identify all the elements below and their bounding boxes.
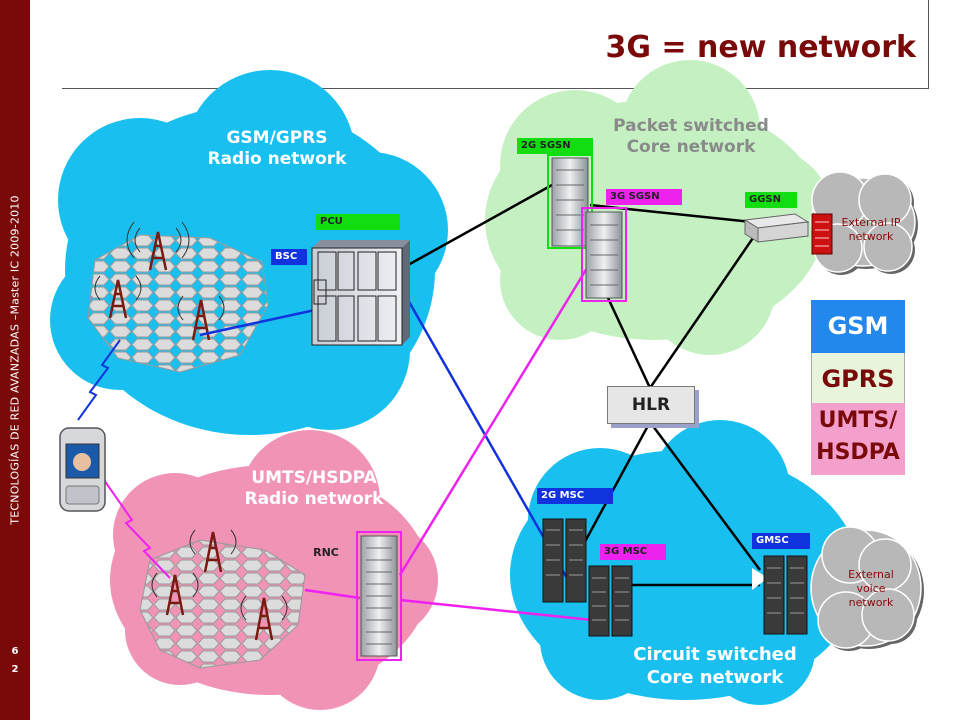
msc-2g-label: 2G MSC bbox=[537, 488, 613, 504]
bsc-cabinet bbox=[311, 240, 410, 346]
rnc-label: RNC bbox=[313, 546, 339, 559]
external-voice-cloud bbox=[810, 526, 924, 651]
page-number-digit-2: 2 bbox=[11, 664, 19, 675]
legend-gprs: GPRS bbox=[811, 353, 905, 403]
bsc-label: BSC bbox=[271, 249, 307, 265]
umts-radio-waves bbox=[151, 529, 288, 621]
packet-core-network-label: Packet switched Core network bbox=[613, 116, 769, 158]
gsm-radio-link bbox=[77, 339, 121, 421]
circuit-core-network-label: Circuit switched Core network bbox=[633, 644, 797, 688]
external-ip-server bbox=[811, 213, 833, 255]
external-ip-network-label: External IP network bbox=[841, 216, 901, 243]
gsm-radio-waves bbox=[94, 221, 225, 321]
page-number-digit-1: 6 bbox=[11, 646, 19, 657]
legend-umts-hsdpa: UMTS/ HSDPA bbox=[811, 403, 905, 475]
gsm-radio-network-label: GSM/GPRS Radio network bbox=[207, 128, 347, 170]
gmsc-voice-arrow bbox=[752, 568, 768, 590]
msc-2g-racks bbox=[542, 518, 587, 603]
gsm-links bbox=[199, 299, 570, 581]
sidebar: TECNOLOGÍAS DE RED AVANZADAS –Master IC … bbox=[0, 0, 30, 720]
msc-3g-label: 3G MSC bbox=[600, 544, 666, 560]
umts-radio-link bbox=[103, 479, 171, 579]
sgsn-2g-label: 2G SGSN bbox=[517, 138, 593, 154]
umts-radio-network-label: UMTS/HSDPA Radio network bbox=[244, 468, 384, 510]
gsm-antenna-towers bbox=[108, 231, 211, 341]
legend-gsm: GSM bbox=[811, 300, 905, 353]
title-divider-horizontal bbox=[62, 88, 929, 89]
pcu-label: PCU bbox=[316, 214, 400, 230]
ggsn-label: GGSN bbox=[745, 192, 797, 208]
sgsn-3g-rack bbox=[581, 207, 627, 302]
external-voice-network-label: External voice network bbox=[848, 568, 894, 609]
slide-title: 3G = new network bbox=[605, 30, 916, 65]
mobile-phone-icon bbox=[59, 427, 106, 512]
rnc-cabinet bbox=[356, 531, 402, 661]
umts-antenna-towers bbox=[165, 531, 274, 641]
ggsn-device bbox=[743, 213, 810, 243]
msc-3g-racks bbox=[588, 565, 633, 637]
umts-cell-grid bbox=[139, 539, 306, 669]
umts-links bbox=[304, 254, 597, 622]
gmsc-label: GMSC bbox=[752, 533, 810, 549]
gmsc-racks bbox=[763, 555, 808, 635]
sgsn-2g-rack bbox=[547, 154, 593, 249]
gsm-cell-grid bbox=[87, 234, 269, 373]
hlr-box: HLR bbox=[607, 386, 695, 424]
title-divider-vertical bbox=[928, 0, 929, 88]
sgsn-3g-label: 3G SGSN bbox=[606, 189, 682, 205]
external-ip-cloud bbox=[810, 171, 918, 275]
